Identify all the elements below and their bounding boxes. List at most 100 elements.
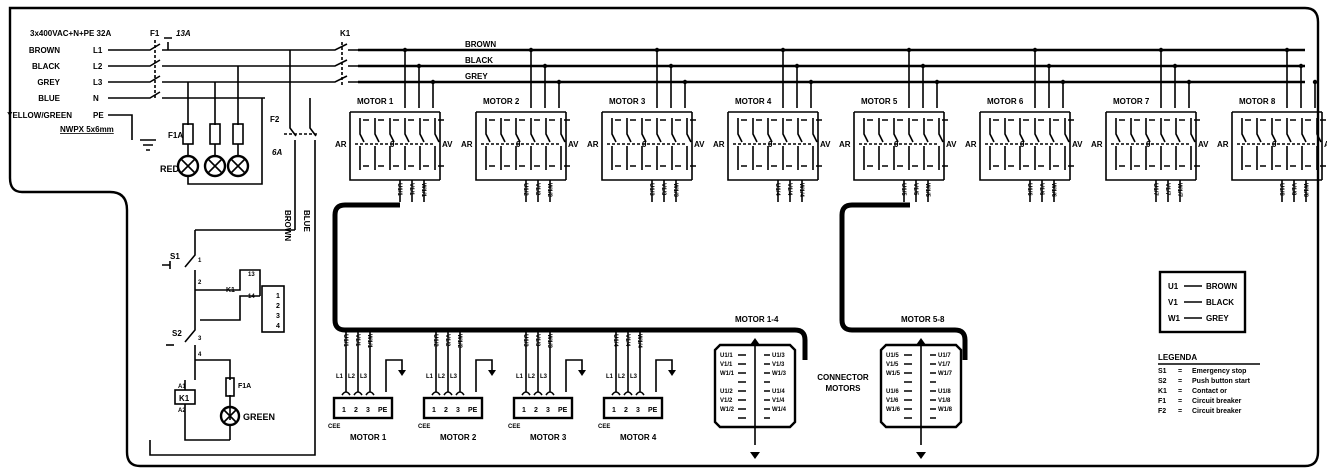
socket-pin-label: 3 <box>636 407 640 414</box>
socket-line-label: L1 <box>336 374 344 380</box>
connector-pin-label: U1/7 <box>938 353 951 359</box>
switch-label-ar: AR <box>587 140 599 149</box>
socket-line-label: L1 <box>516 374 524 380</box>
socket-pin-label: 1 <box>432 407 436 414</box>
socket-pin-label: 3 <box>546 407 550 414</box>
socket-line-label: L2 <box>348 374 356 380</box>
motor-switch-title: MOTOR 8 <box>1239 97 1276 106</box>
motor-output-label: U1/3 <box>648 183 654 196</box>
motor-output-label: V1/3 <box>660 183 666 196</box>
legenda-item: S2 = Push button start <box>1158 378 1251 385</box>
motor-output-label: W1/8 <box>1302 183 1308 198</box>
socket-line-label: L3 <box>450 374 458 380</box>
socket-pin-label: 1 <box>612 407 616 414</box>
connector-title: MOTOR 5-8 <box>901 315 945 324</box>
svg-text:Circuit breaker: Circuit breaker <box>1192 398 1242 405</box>
fuse-label: F1A <box>168 131 183 140</box>
socket-line-label: L2 <box>438 374 446 380</box>
bus-label-grey: GREY <box>465 72 488 81</box>
f2-rating: 6A <box>272 148 282 157</box>
connector-pin-label: V1/4 <box>772 398 785 404</box>
motor-switch-title: MOTOR 7 <box>1113 97 1150 106</box>
socket-line-label: L1 <box>426 374 434 380</box>
svg-text:N: N <box>93 94 99 103</box>
switch-label-zero: 0 <box>1146 140 1151 149</box>
socket-wire-label: U1/3 <box>522 334 528 347</box>
motor-output-label: U1/7 <box>1152 183 1158 196</box>
connector-pin-label: U1/8 <box>938 389 951 395</box>
svg-text:BLACK: BLACK <box>32 62 60 71</box>
motor-switch-title: MOTOR 3 <box>609 97 646 106</box>
socket-pin-label: PE <box>648 407 658 414</box>
motor-output-label: V1/1 <box>408 183 414 196</box>
svg-text:=: = <box>1178 388 1182 395</box>
s2-label: S2 <box>172 329 182 338</box>
s1-label: S1 <box>170 252 180 261</box>
svg-text:BROWN: BROWN <box>1206 282 1237 291</box>
connector-pin-label: V1/7 <box>938 362 951 368</box>
connector-pin-label: U1/2 <box>720 389 733 395</box>
coil-a1: A1 <box>178 384 186 390</box>
socket-title: MOTOR 2 <box>440 433 477 442</box>
connector-pin-label: W1/3 <box>772 371 787 377</box>
switch-label-av: AV <box>946 140 957 149</box>
connector-pin-label: W1/6 <box>886 407 901 413</box>
motor-switch-title: MOTOR 6 <box>987 97 1024 106</box>
connector-pin-label: V1/8 <box>938 398 951 404</box>
k1-term-14: 14 <box>248 294 255 300</box>
svg-text:YELLOW/GREEN: YELLOW/GREEN <box>7 111 72 120</box>
socket-wire-label: U1/2 <box>432 334 438 347</box>
switch-label-zero: 0 <box>1020 140 1025 149</box>
motor-switch-title: MOTOR 1 <box>357 97 394 106</box>
socket-title: MOTOR 1 <box>350 433 387 442</box>
connector-pin-label: W1/4 <box>772 407 787 413</box>
motor-switch-title: MOTOR 2 <box>483 97 520 106</box>
switch-label-ar: AR <box>335 140 347 149</box>
supply-line: BLACK L2 <box>32 62 103 71</box>
connector-pin-label: U1/3 <box>772 353 785 359</box>
bus-label-black: BLACK <box>465 56 493 65</box>
motor-output-label: U1/5 <box>900 183 906 196</box>
svg-text:V1: V1 <box>1168 298 1178 307</box>
supply-wires <box>108 49 156 151</box>
supply-line: GREY L3 <box>37 78 103 87</box>
connector-pin-label: V1/2 <box>720 398 733 404</box>
svg-text:K1: K1 <box>1158 388 1167 395</box>
switch-label-zero: 0 <box>768 140 773 149</box>
switch-label-zero: 0 <box>894 140 899 149</box>
svg-text:S1: S1 <box>1158 368 1167 375</box>
green-lamp-label: GREEN <box>243 412 275 422</box>
svg-text:L2: L2 <box>93 62 103 71</box>
motor-output-label: V1/6 <box>1038 183 1044 196</box>
socket-wire-label: U1/4 <box>612 334 618 347</box>
connector-label-1: CONNECTOR <box>817 373 869 382</box>
connector-pin-label: V1/6 <box>886 398 899 404</box>
motor-switch-title: MOTOR 5 <box>861 97 898 106</box>
coil-label: K1 <box>179 394 190 403</box>
socket-line-label: L3 <box>630 374 638 380</box>
socket-pin-label: 2 <box>534 407 538 414</box>
supply-lines: BROWN L1 BLACK L2 GREY L3 BLUE N YELLOW/… <box>7 46 104 120</box>
socket-pin-label: 2 <box>624 407 628 414</box>
switch-label-zero: 0 <box>390 140 395 149</box>
socket-wire-label: W1/4 <box>636 334 642 349</box>
socket-pin-label: 2 <box>444 407 448 414</box>
bus-label-brown: BROWN <box>465 40 496 49</box>
switch-label-av: AV <box>820 140 831 149</box>
f1-name: F1 <box>150 29 160 38</box>
red-lamp-label: RED <box>160 164 180 174</box>
svg-text:Push button start: Push button start <box>1192 378 1251 385</box>
socket-box <box>512 396 574 420</box>
socket-line-label: L2 <box>528 374 536 380</box>
switch-label-ar: AR <box>965 140 977 149</box>
legenda-item: F1 = Circuit breaker <box>1158 398 1242 405</box>
svg-text:Emergency stop: Emergency stop <box>1192 368 1246 375</box>
connector-pin-label: U1/1 <box>720 353 733 359</box>
k1-name: K1 <box>340 29 351 38</box>
socket-box <box>602 396 664 420</box>
